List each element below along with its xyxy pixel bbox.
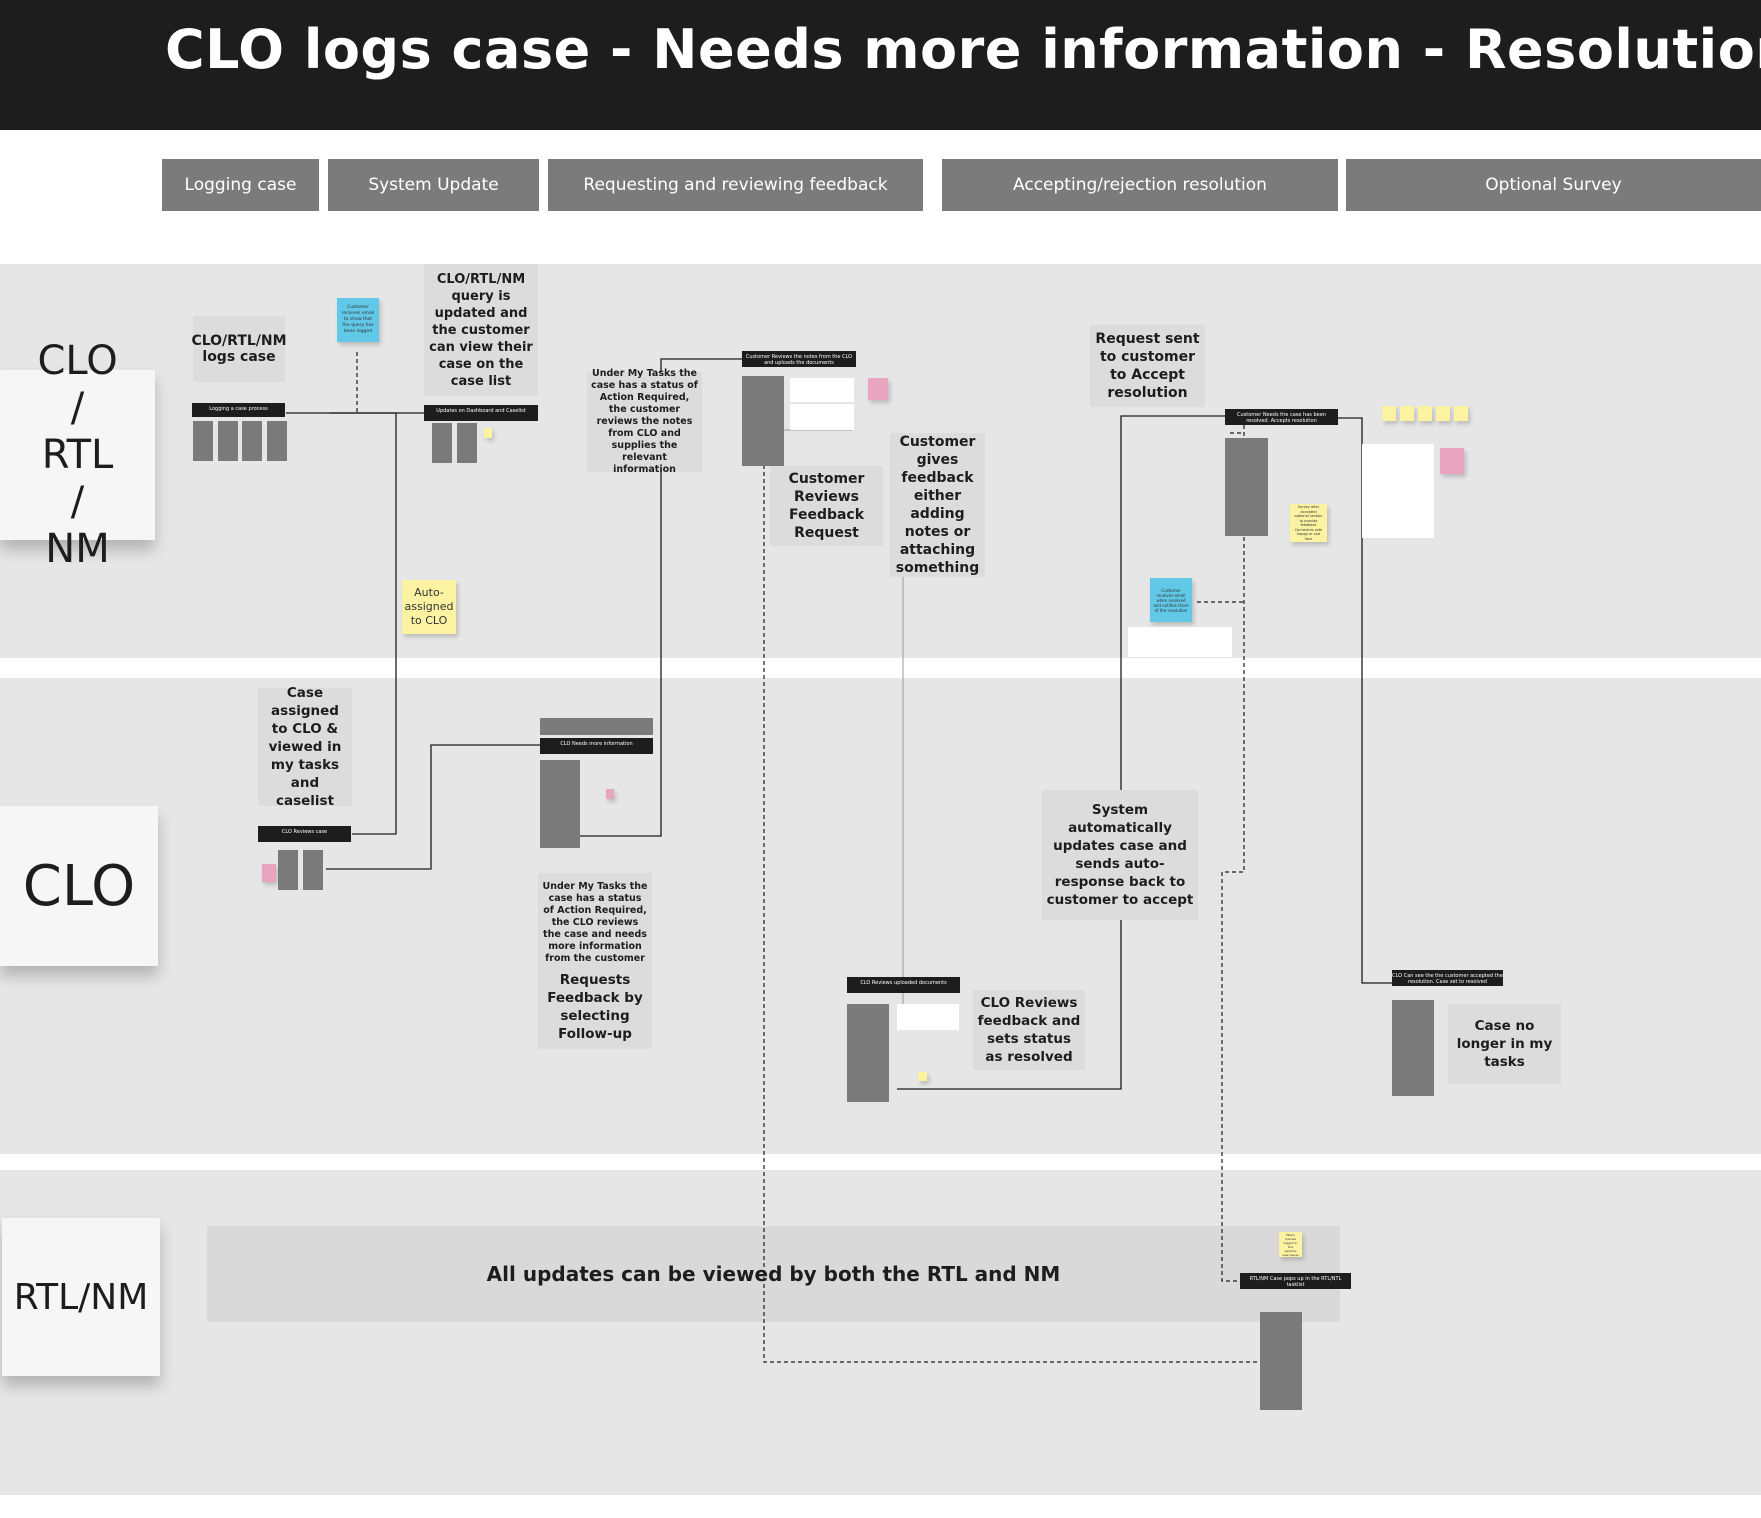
screen-clo-docs-mobile <box>847 1004 889 1102</box>
screen-customer-accept-mobile <box>1225 438 1268 536</box>
screen-header-clo-needs: CLO Needs more information <box>540 738 653 754</box>
sticky-survey-option-3 <box>1418 406 1432 421</box>
phase-logging-case: Logging case <box>162 159 319 211</box>
screen-clo-reviews-2 <box>303 850 323 890</box>
screen-customer-notes <box>790 378 854 402</box>
note-case-assigned: Case assigned to CLO & viewed in my task… <box>258 685 352 809</box>
lane-label-clo: CLO <box>0 806 158 966</box>
sticky-small-clo-docs <box>918 1072 927 1081</box>
screen-logging-1 <box>193 421 213 461</box>
screen-customer-mobile <box>742 376 784 466</box>
screen-header-clo-accepted: CLO Can see the the customer accepted th… <box>1392 970 1503 986</box>
title-bar <box>0 0 1761 130</box>
note-case-no-longer: Case no longer in my tasks <box>1448 1004 1561 1084</box>
screen-clo-reviews-1 <box>278 850 298 890</box>
screen-logging-2 <box>218 421 238 461</box>
screen-logging-4 <box>267 421 287 461</box>
lane-label-clo-rtl-nm: CLO / RTL / NM <box>0 338 155 572</box>
sticky-auto-assigned: Auto-assigned to CLO <box>402 580 456 634</box>
screen-dashboard <box>432 423 452 463</box>
sticky-pink-clo <box>262 864 276 882</box>
phase-accepting-resolution: Accepting/rejection resolution <box>942 159 1338 211</box>
sticky-survey-option-1 <box>1382 406 1396 421</box>
sticky-survey-option-5 <box>1454 406 1468 421</box>
page-title: CLO logs case - Needs more information -… <box>165 18 1761 81</box>
phase-requesting-feedback: Requesting and reviewing feedback <box>548 159 923 211</box>
screen-clo-accepted-mobile <box>1392 1000 1434 1096</box>
note-customer-gives-feedback: Customer gives feedback either adding no… <box>890 433 985 577</box>
note-requests-feedback: Requests Feedback by selecting Follow-up <box>547 972 643 1042</box>
screen-customer-email <box>1128 627 1232 657</box>
sticky-rtl-popup: When queries logged in the pipeline new … <box>1279 1232 1302 1257</box>
sticky-pink-survey <box>1440 448 1464 474</box>
sticky-customer-email-logged: Customer receives email to show that the… <box>337 298 379 342</box>
all-updates-banner: All updates can be viewed by both the RT… <box>207 1226 1340 1322</box>
phase-system-update: System Update <box>328 159 539 211</box>
sticky-pink-clo-needs <box>606 789 614 799</box>
note-clo-logs-case: CLO/RTL/NM logs case <box>191 316 287 382</box>
note-customer-reviews-feedback-request: Customer Reviews Feedback Request <box>770 466 883 546</box>
sticky-small-updates <box>484 428 492 438</box>
screen-header-updates: Updates on Dashboard and Caselist <box>424 405 538 421</box>
screen-header-logging: Logging a case process <box>192 403 285 417</box>
phase-optional-survey: Optional Survey <box>1346 159 1761 211</box>
note-under-my-tasks-customer: Under My Tasks the case has a status of … <box>587 368 702 475</box>
sticky-survey-option-4 <box>1436 406 1450 421</box>
screen-clo-docs-table <box>897 1004 959 1030</box>
sticky-customer-email-resolved: Customer receives email when resolved an… <box>1150 578 1192 622</box>
lane-rtl-nm <box>0 1170 1761 1495</box>
lane-label-text: CLO / RTL / NM <box>37 337 118 572</box>
screen-clo-needs-banner <box>540 718 653 735</box>
screen-logging-3 <box>242 421 262 461</box>
note-clo-reviews-feedback: CLO Reviews feedback and sets status as … <box>973 990 1085 1070</box>
note-query-updated: CLO/RTL/NM query is updated and the cust… <box>424 264 538 396</box>
screen-clo-needs-mobile <box>540 760 580 848</box>
note-under-my-tasks-clo-text: Under My Tasks the case has a status of … <box>542 881 648 964</box>
screen-header-clo-docs: CLO Reviews uploaded documents <box>847 977 960 993</box>
screen-rtl-popup-mobile <box>1260 1312 1302 1410</box>
screen-header-clo-reviews: CLO Reviews case <box>258 826 351 842</box>
note-request-sent-accept: Request sent to customer to Accept resol… <box>1090 325 1205 407</box>
screen-customer-upload <box>790 404 854 430</box>
screen-survey <box>1362 444 1434 538</box>
screen-header-customer-reviews: Customer Reviews the notes from the CLO … <box>742 351 856 367</box>
screen-header-customer-accept: Customer Needs the case has been resolve… <box>1225 409 1338 425</box>
lane-clo-rtl-nm <box>0 264 1761 658</box>
screen-caselist <box>457 423 477 463</box>
screen-header-rtl-popup: RTL/NM Case pops up in the RTL/NTL taskl… <box>1240 1273 1351 1289</box>
note-system-auto-update: System automatically updates case and se… <box>1042 790 1198 920</box>
sticky-pink-customer <box>868 378 888 400</box>
sticky-survey-option-2 <box>1400 406 1414 421</box>
lane-label-rtl-nm: RTL/NM <box>2 1218 160 1376</box>
note-under-my-tasks-clo: Under My Tasks the case has a status of … <box>538 873 652 1049</box>
sticky-survey: Survey after accepted optional section t… <box>1290 504 1327 542</box>
